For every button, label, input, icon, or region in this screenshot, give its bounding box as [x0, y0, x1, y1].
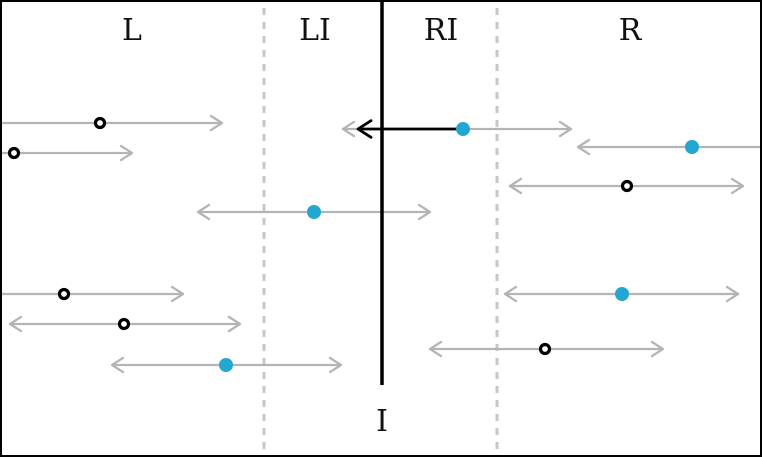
interval-arrow — [0, 144, 134, 162]
region-label-i: I — [376, 404, 388, 439]
region-label-l: L — [122, 13, 142, 48]
left-arrowhead-icon — [341, 120, 356, 138]
left-arrowhead-icon — [508, 177, 523, 195]
right-arrowhead-icon — [119, 144, 134, 162]
left-arrowhead-icon — [196, 203, 211, 221]
open-circle-marker — [620, 179, 634, 193]
highlight-arrow — [356, 119, 463, 139]
open-circle-marker — [57, 287, 71, 301]
right-arrowhead-icon — [417, 203, 432, 221]
filled-dot-marker — [219, 358, 233, 372]
filled-dot-marker — [615, 287, 629, 301]
left-arrowhead-icon — [8, 315, 23, 333]
interval-arrow — [576, 138, 762, 156]
right-arrowhead-icon — [170, 285, 185, 303]
open-circle-marker — [93, 116, 107, 130]
left-arrowhead-icon — [576, 138, 591, 156]
open-circle-marker — [538, 342, 552, 356]
left-arrowhead-icon — [110, 356, 125, 374]
right-arrowhead-icon — [328, 356, 343, 374]
open-circle-marker — [7, 146, 21, 160]
right-arrowhead-icon — [558, 120, 573, 138]
interval-arrow — [0, 285, 185, 303]
region-label-ri: RI — [424, 13, 458, 48]
left-arrowhead-icon — [503, 285, 518, 303]
right-arrowhead-icon — [730, 177, 745, 195]
region-label-li: LI — [299, 13, 331, 48]
right-arrowhead-icon — [725, 285, 740, 303]
right-arrowhead-icon — [650, 340, 665, 358]
open-circle-marker — [117, 317, 131, 331]
filled-dot-marker — [456, 122, 470, 136]
highlight-left-arrowhead-icon — [356, 119, 373, 139]
left-arrowhead-icon — [428, 340, 443, 358]
right-arrowhead-icon — [227, 315, 242, 333]
interval-arrow — [0, 114, 224, 132]
right-arrowhead-icon — [209, 114, 224, 132]
filled-dot-marker — [307, 205, 321, 219]
region-label-r: R — [619, 13, 643, 48]
filled-dot-marker — [685, 140, 699, 154]
